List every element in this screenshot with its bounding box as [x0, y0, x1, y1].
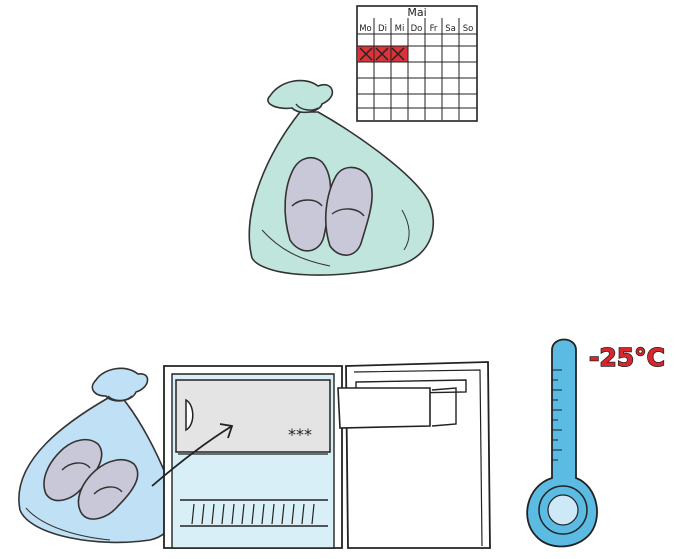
slipper-left	[285, 158, 331, 251]
weekday-so: So	[463, 24, 474, 34]
weekday-mi: Mi	[395, 24, 405, 34]
weekday-di: Di	[378, 24, 387, 34]
weekday-mo: Mo	[359, 24, 372, 34]
door-shelf	[338, 388, 430, 428]
weekday-sa: Sa	[445, 24, 456, 34]
calendar-month: Mai	[407, 6, 426, 19]
weekday-do: Do	[411, 24, 423, 34]
calendar: Mai Mo Di Mi Do Fr Sa So	[357, 6, 477, 121]
freezer-star-rating: ***	[288, 425, 312, 444]
crossed-days	[358, 46, 408, 62]
temperature-label: -25°C	[589, 343, 665, 372]
fridge: ***	[152, 362, 490, 548]
bag-knot-bottom	[92, 368, 147, 401]
thermometer: -25°C	[527, 340, 665, 547]
slipper-pair-top	[285, 158, 372, 255]
tied-bag-bottom	[19, 368, 175, 542]
weekday-fr: Fr	[430, 24, 438, 34]
